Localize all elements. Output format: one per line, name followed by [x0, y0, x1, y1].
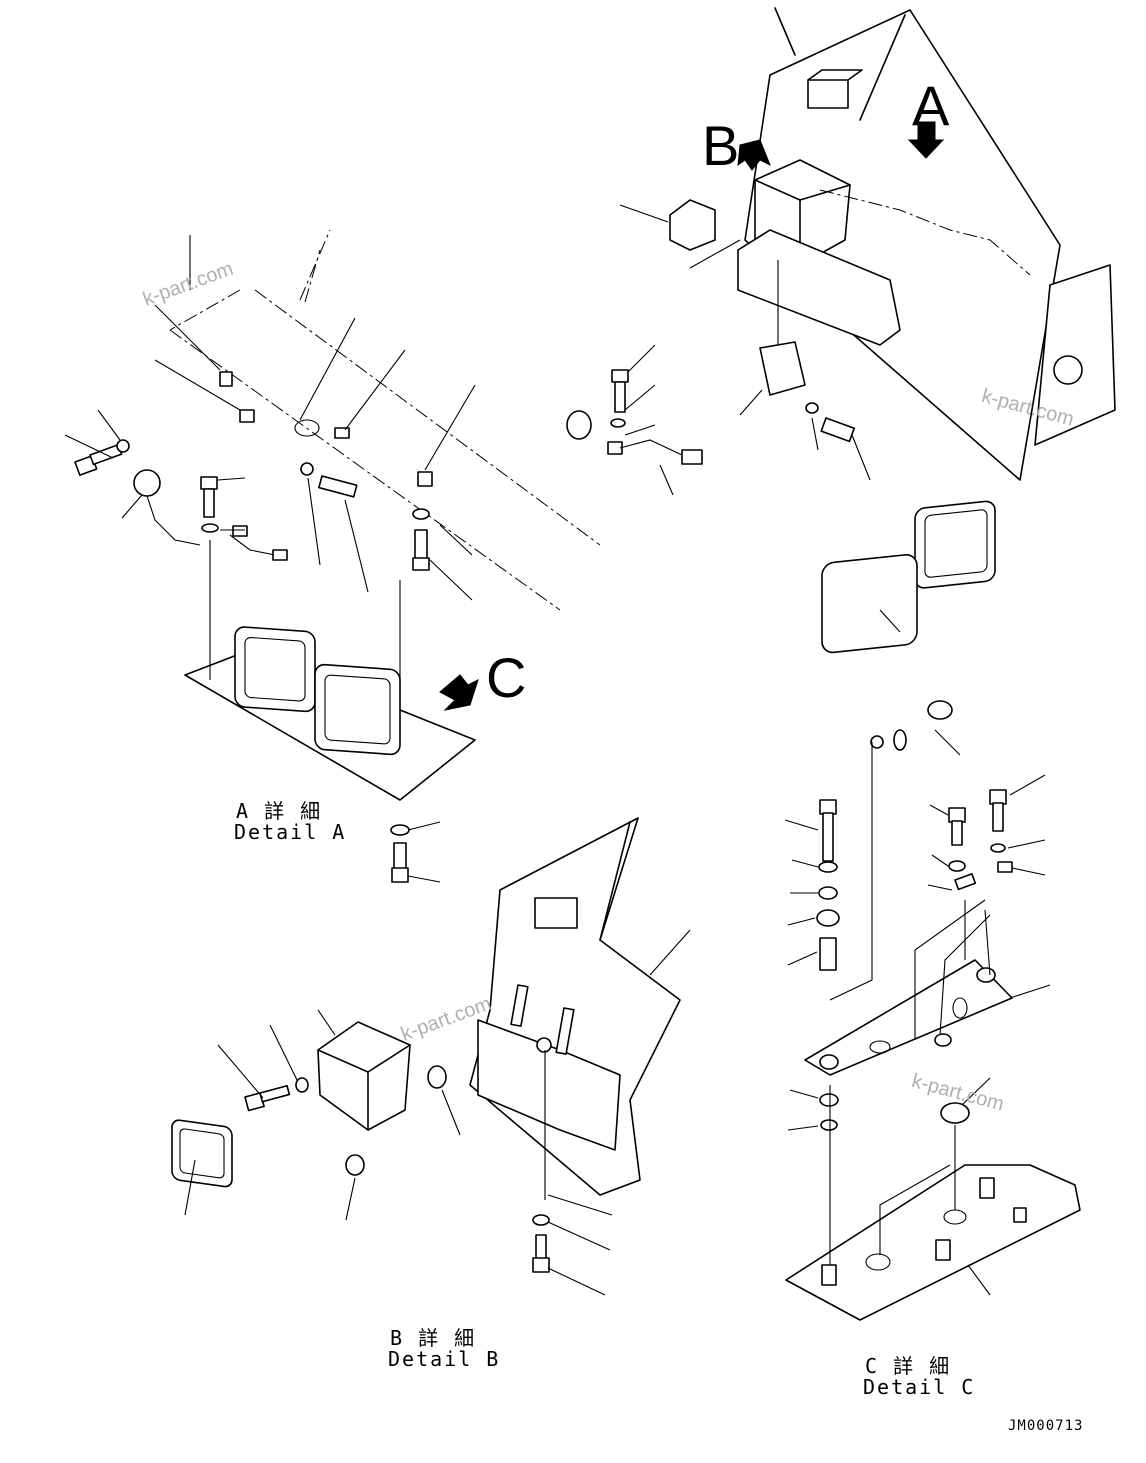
detail-c-caption-en: Detail C	[863, 1375, 976, 1399]
view-marker-a: A	[912, 74, 950, 137]
view-marker-c: C	[486, 646, 527, 709]
detail-c-assembly	[784, 500, 1081, 1321]
detail-a-caption-jp: A 詳 細	[236, 799, 323, 823]
view-marker-b: B	[702, 114, 740, 177]
drawing-code: JM000713	[1008, 1418, 1084, 1434]
main-panel-assembly	[619, 7, 1116, 481]
detail-b-caption-jp: B 詳 細	[390, 1326, 477, 1350]
detail-a-assembly	[64, 229, 703, 883]
detail-b-caption-en: Detail B	[388, 1347, 501, 1371]
detail-b-assembly	[171, 817, 691, 1296]
detail-a-caption-en: Detail A	[234, 820, 347, 844]
detail-c-caption-jp: C 詳 細	[865, 1354, 952, 1378]
